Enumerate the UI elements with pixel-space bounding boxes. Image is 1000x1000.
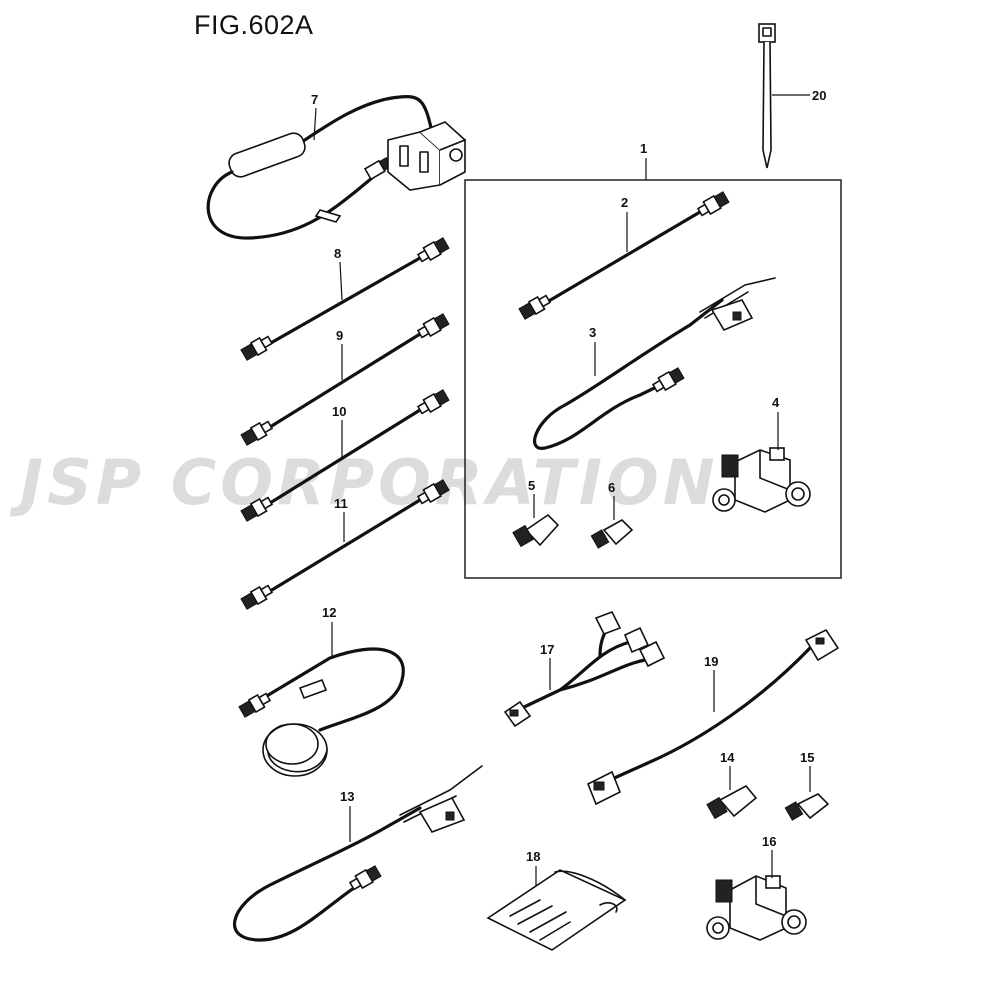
cable-with-bracket-icon[interactable] bbox=[206, 95, 467, 240]
terminator-icon[interactable] bbox=[590, 519, 634, 549]
callout-5: 5 bbox=[528, 478, 535, 493]
callout-6: 6 bbox=[608, 480, 615, 495]
callout-11: 11 bbox=[334, 496, 348, 511]
callout-4: 4 bbox=[772, 395, 780, 410]
callout-18: 18 bbox=[526, 849, 540, 864]
callout-13: 13 bbox=[340, 789, 354, 804]
power-cable-icon[interactable] bbox=[533, 277, 776, 450]
harness-icon[interactable] bbox=[586, 628, 840, 806]
callout-8: 8 bbox=[334, 246, 341, 261]
cable-icon[interactable] bbox=[518, 191, 730, 320]
callout-15: 15 bbox=[800, 750, 814, 765]
callout-20: 20 bbox=[812, 88, 826, 103]
callout-9: 9 bbox=[336, 328, 343, 343]
callout-3: 3 bbox=[589, 325, 596, 340]
callout-7: 7 bbox=[311, 92, 318, 107]
callout-1: 1 bbox=[640, 141, 647, 156]
callout-17: 17 bbox=[540, 642, 554, 657]
harness-icon[interactable] bbox=[503, 610, 666, 728]
tee-connector-icon[interactable] bbox=[712, 447, 811, 513]
cable-icon[interactable] bbox=[240, 313, 450, 446]
terminator-icon[interactable] bbox=[784, 793, 830, 821]
terminator-icon[interactable] bbox=[706, 784, 758, 820]
callout-12: 12 bbox=[322, 605, 336, 620]
callout-10: 10 bbox=[332, 404, 346, 419]
figure-title: FIG.602A bbox=[194, 10, 314, 40]
cable-tie-icon[interactable] bbox=[758, 23, 776, 169]
terminator-icon[interactable] bbox=[512, 513, 560, 548]
power-cable-icon[interactable] bbox=[232, 765, 483, 942]
cable-icon[interactable] bbox=[240, 479, 450, 610]
callout-14: 14 bbox=[720, 750, 735, 765]
callout-2: 2 bbox=[621, 195, 628, 210]
cable-icon[interactable] bbox=[240, 389, 450, 522]
antenna-icon[interactable] bbox=[238, 647, 405, 777]
cable-icon[interactable] bbox=[240, 237, 450, 361]
kit-box bbox=[464, 179, 842, 579]
document-icon[interactable] bbox=[486, 869, 627, 951]
callout-19: 19 bbox=[704, 654, 718, 669]
callout-16: 16 bbox=[762, 834, 776, 849]
tee-connector-icon[interactable] bbox=[706, 875, 807, 941]
